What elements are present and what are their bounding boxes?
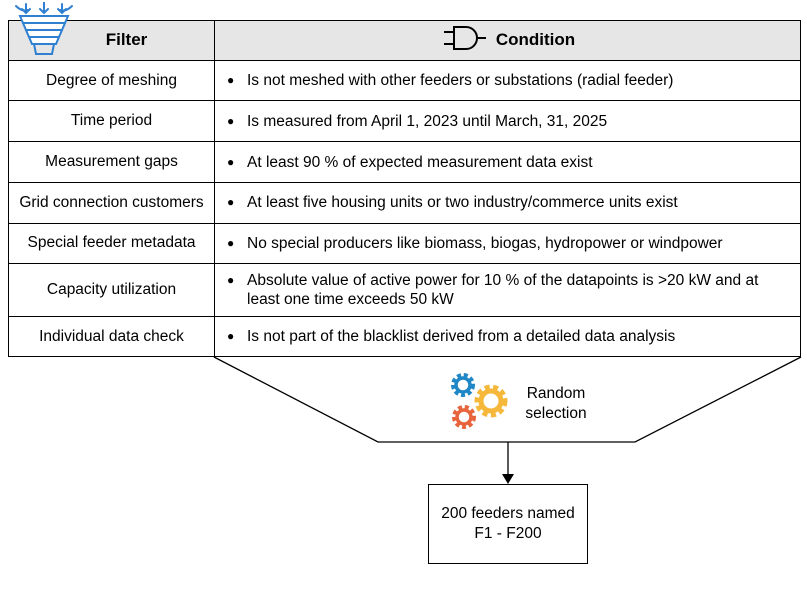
condition-text: Is measured from April 1, 2023 until Mar…	[247, 112, 608, 130]
condition-cell: ● Is not part of the blacklist derived fr…	[214, 316, 801, 357]
table-row: Special feeder metadata ● No special prod…	[8, 222, 801, 265]
filter-cell: Capacity utilization	[8, 263, 215, 318]
condition-cell: ● At least five housing units or two indu…	[214, 181, 801, 224]
result-line2: F1 - F200	[474, 525, 542, 542]
table-row: Grid connection customers ● At least five…	[8, 181, 801, 224]
filter-funnel-icon	[14, 1, 74, 63]
condition-text: Absolute value of active power for 10 % …	[247, 272, 759, 309]
plug-icon	[440, 25, 488, 56]
filter-cell: Special feeder metadata	[8, 222, 215, 265]
arrow-head	[502, 474, 514, 484]
condition-header-cell: Condition	[214, 20, 801, 61]
condition-cell: ● No special producers like biomass, biog…	[214, 222, 801, 265]
table-row: Degree of meshing ● Is not meshed with ot…	[8, 59, 801, 102]
filter-table: Filter Condition Degree of meshing ● Is n…	[8, 20, 801, 357]
result-box: 200 feeders named F1 - F200	[428, 484, 588, 564]
condition-cell: ● Absolute value of active power for 10 %…	[214, 263, 801, 318]
filter-cell: Degree of meshing	[8, 59, 215, 102]
funnel-shape	[213, 356, 802, 443]
random-label-line1: Random	[526, 385, 586, 402]
bullet: ●	[227, 73, 235, 88]
filter-cell: Individual data check	[8, 316, 215, 357]
condition-text: Is not part of the blacklist derived fro…	[247, 328, 676, 346]
bullet: ●	[227, 195, 235, 210]
random-selection-label: Random selection	[512, 384, 600, 424]
table-row: Individual data check ● Is not part of th…	[8, 316, 801, 357]
table-row: Time period ● Is measured from April 1, 2…	[8, 100, 801, 143]
bullet: ●	[227, 235, 235, 250]
condition-text: Is not meshed with other feeders or subs…	[247, 72, 674, 90]
result-line1: 200 feeders named	[441, 505, 575, 522]
random-label-line2: selection	[525, 405, 587, 422]
condition-cell: ● Is measured from April 1, 2023 until Ma…	[214, 100, 801, 143]
table-row: Capacity utilization ● Absolute value of …	[8, 263, 801, 318]
bullet: ●	[227, 113, 235, 128]
table-row: Measurement gaps ● At least 90 % of expec…	[8, 141, 801, 183]
condition-text: At least 90 % of expected measurement da…	[247, 153, 593, 171]
condition-text: No special producers like biomass, bioga…	[247, 234, 723, 252]
table-header-row: Filter Condition	[8, 20, 801, 61]
condition-header: Condition	[495, 30, 576, 50]
bullet: ●	[227, 154, 235, 169]
bullet: ●	[227, 273, 235, 288]
condition-text: At least five housing units or two indus…	[247, 194, 678, 212]
bullet: ●	[227, 329, 235, 344]
filter-cell: Grid connection customers	[8, 181, 215, 224]
filter-cell: Measurement gaps	[8, 141, 215, 183]
gears-icon	[447, 371, 511, 438]
filter-cell: Time period	[8, 100, 215, 143]
condition-cell: ● At least 90 % of expected measurement d…	[214, 141, 801, 183]
filter-header: Filter	[105, 30, 148, 50]
condition-cell: ● Is not meshed with other feeders or sub…	[214, 59, 801, 102]
